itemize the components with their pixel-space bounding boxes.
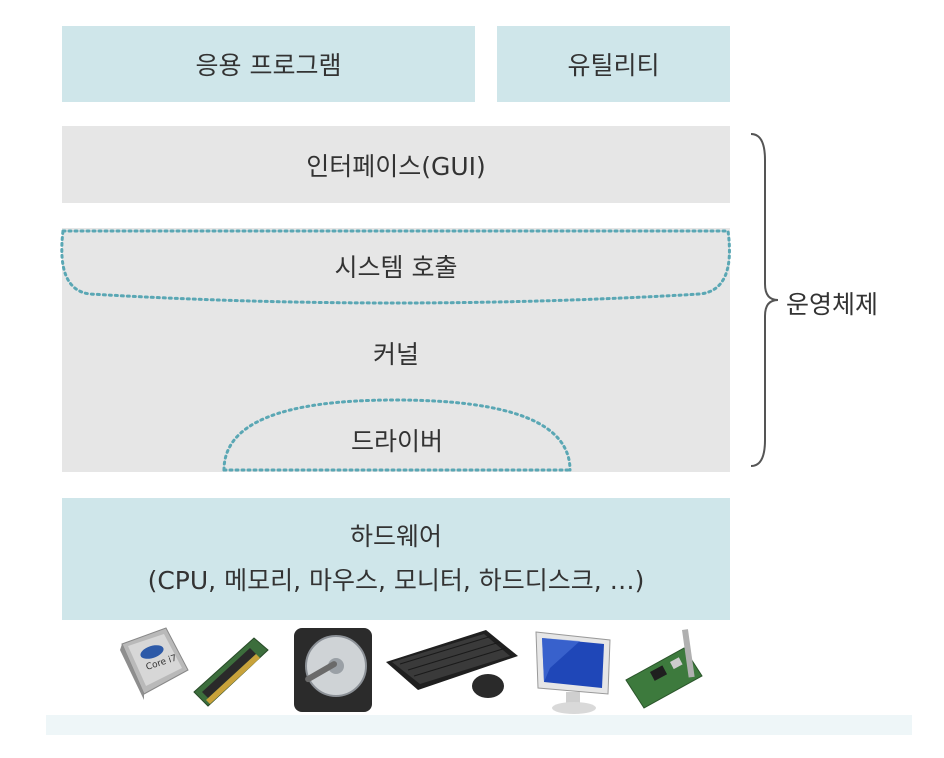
keyboard-mouse-icon — [386, 630, 518, 698]
application-label: 응용 프로그램 — [195, 51, 342, 80]
interface-layer: 인터페이스(GUI) — [62, 126, 730, 203]
hardware-detail: (CPU, 메모리, 마우스, 모니터, 하드디스크, …) — [147, 566, 645, 595]
utility-label: 유틸리티 — [567, 51, 660, 80]
cpu-chip-icon: Core i7 — [120, 627, 189, 700]
hard-disk-icon — [294, 628, 372, 712]
interface-label: 인터페이스(GUI) — [306, 151, 486, 181]
driver-outline — [222, 398, 572, 472]
application-layer: 응용 프로그램 — [62, 26, 475, 102]
kernel-layer — [62, 228, 730, 472]
brace — [750, 133, 779, 467]
hardware-layer: 하드웨어 (CPU, 메모리, 마우스, 모니터, 하드디스크, …) — [62, 498, 730, 620]
syscall-label: 시스템 호출 — [334, 253, 458, 282]
network-card-icon — [625, 629, 703, 709]
os-label: 운영체제 — [786, 290, 879, 319]
utility-layer: 유틸리티 — [497, 26, 730, 102]
kernel-label: 커널 — [372, 340, 419, 369]
driver-label: 드라이버 — [350, 427, 443, 456]
monitor-icon — [535, 631, 611, 714]
memory-module-icon — [193, 637, 269, 707]
syscall-outline — [60, 229, 731, 305]
image-strip-background — [46, 715, 912, 735]
hardware-title: 하드웨어 — [349, 522, 442, 551]
